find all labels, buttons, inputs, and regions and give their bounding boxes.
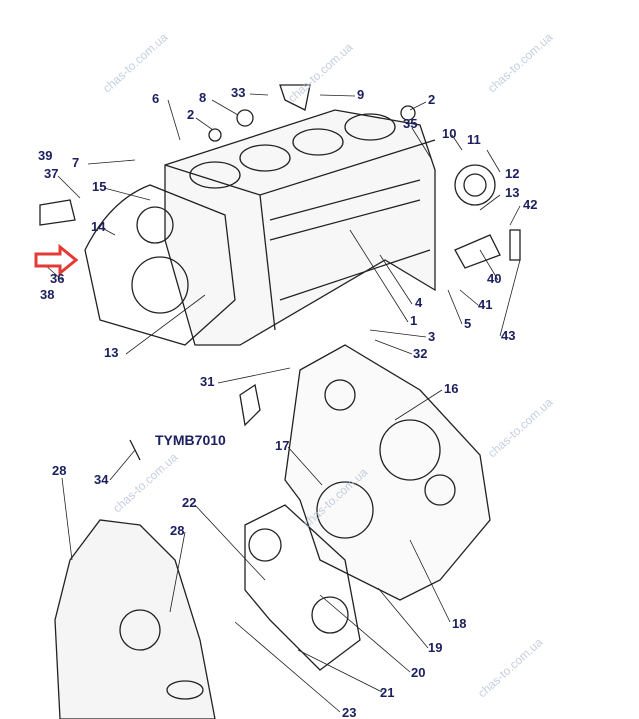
part-label: 6 (152, 91, 160, 106)
part-label: 18 (452, 616, 467, 631)
part-label: 22 (182, 495, 197, 510)
part-label: 3 (428, 329, 436, 344)
part-label: 11 (467, 132, 481, 147)
part-label: 17 (275, 438, 290, 453)
timing-gasket (244, 504, 361, 671)
part-label: 36 (50, 271, 65, 286)
part-label: 35 (403, 116, 418, 131)
part-label: 40 (487, 271, 502, 286)
part-label: 16 (444, 381, 459, 396)
timing-cover (284, 344, 491, 601)
part-label: 1 (410, 313, 418, 328)
part-label: 19 (428, 640, 443, 655)
part-label: 43 (501, 328, 516, 343)
part-label: 23 (342, 705, 357, 719)
part-label: 20 (411, 665, 426, 680)
part-label: 28 (52, 463, 67, 478)
part-label: 13 (104, 345, 119, 360)
part-label: 10 (442, 126, 457, 141)
part-label: 21 (380, 685, 395, 700)
part-label: 12 (505, 166, 520, 181)
cylinder-block (164, 109, 436, 346)
part-label: 42 (523, 197, 538, 212)
part-label: 41 (478, 297, 493, 312)
lower-cover (54, 519, 216, 719)
part-label: 13 (505, 185, 520, 200)
part-label: 5 (464, 316, 472, 331)
part-label: 2 (428, 92, 436, 107)
part-label: 39 (38, 148, 53, 163)
part-label: 15 (92, 179, 107, 194)
part-label: 31 (200, 374, 215, 389)
diagram-code: TYMB7010 (155, 432, 226, 448)
part-label: 2 (187, 107, 195, 122)
part-label: 34 (94, 472, 109, 487)
part-label: 8 (199, 90, 207, 105)
direction-arrow (34, 243, 79, 277)
part-label: 32 (413, 346, 428, 361)
part-label: 14 (91, 219, 106, 234)
part-label: 33 (231, 85, 246, 100)
part-label: 38 (40, 287, 55, 302)
part-label: 7 (72, 155, 80, 170)
part-label: 37 (44, 166, 59, 181)
part-label: 28 (170, 523, 185, 538)
part-label: 9 (357, 87, 365, 102)
part-label: 4 (415, 295, 423, 310)
